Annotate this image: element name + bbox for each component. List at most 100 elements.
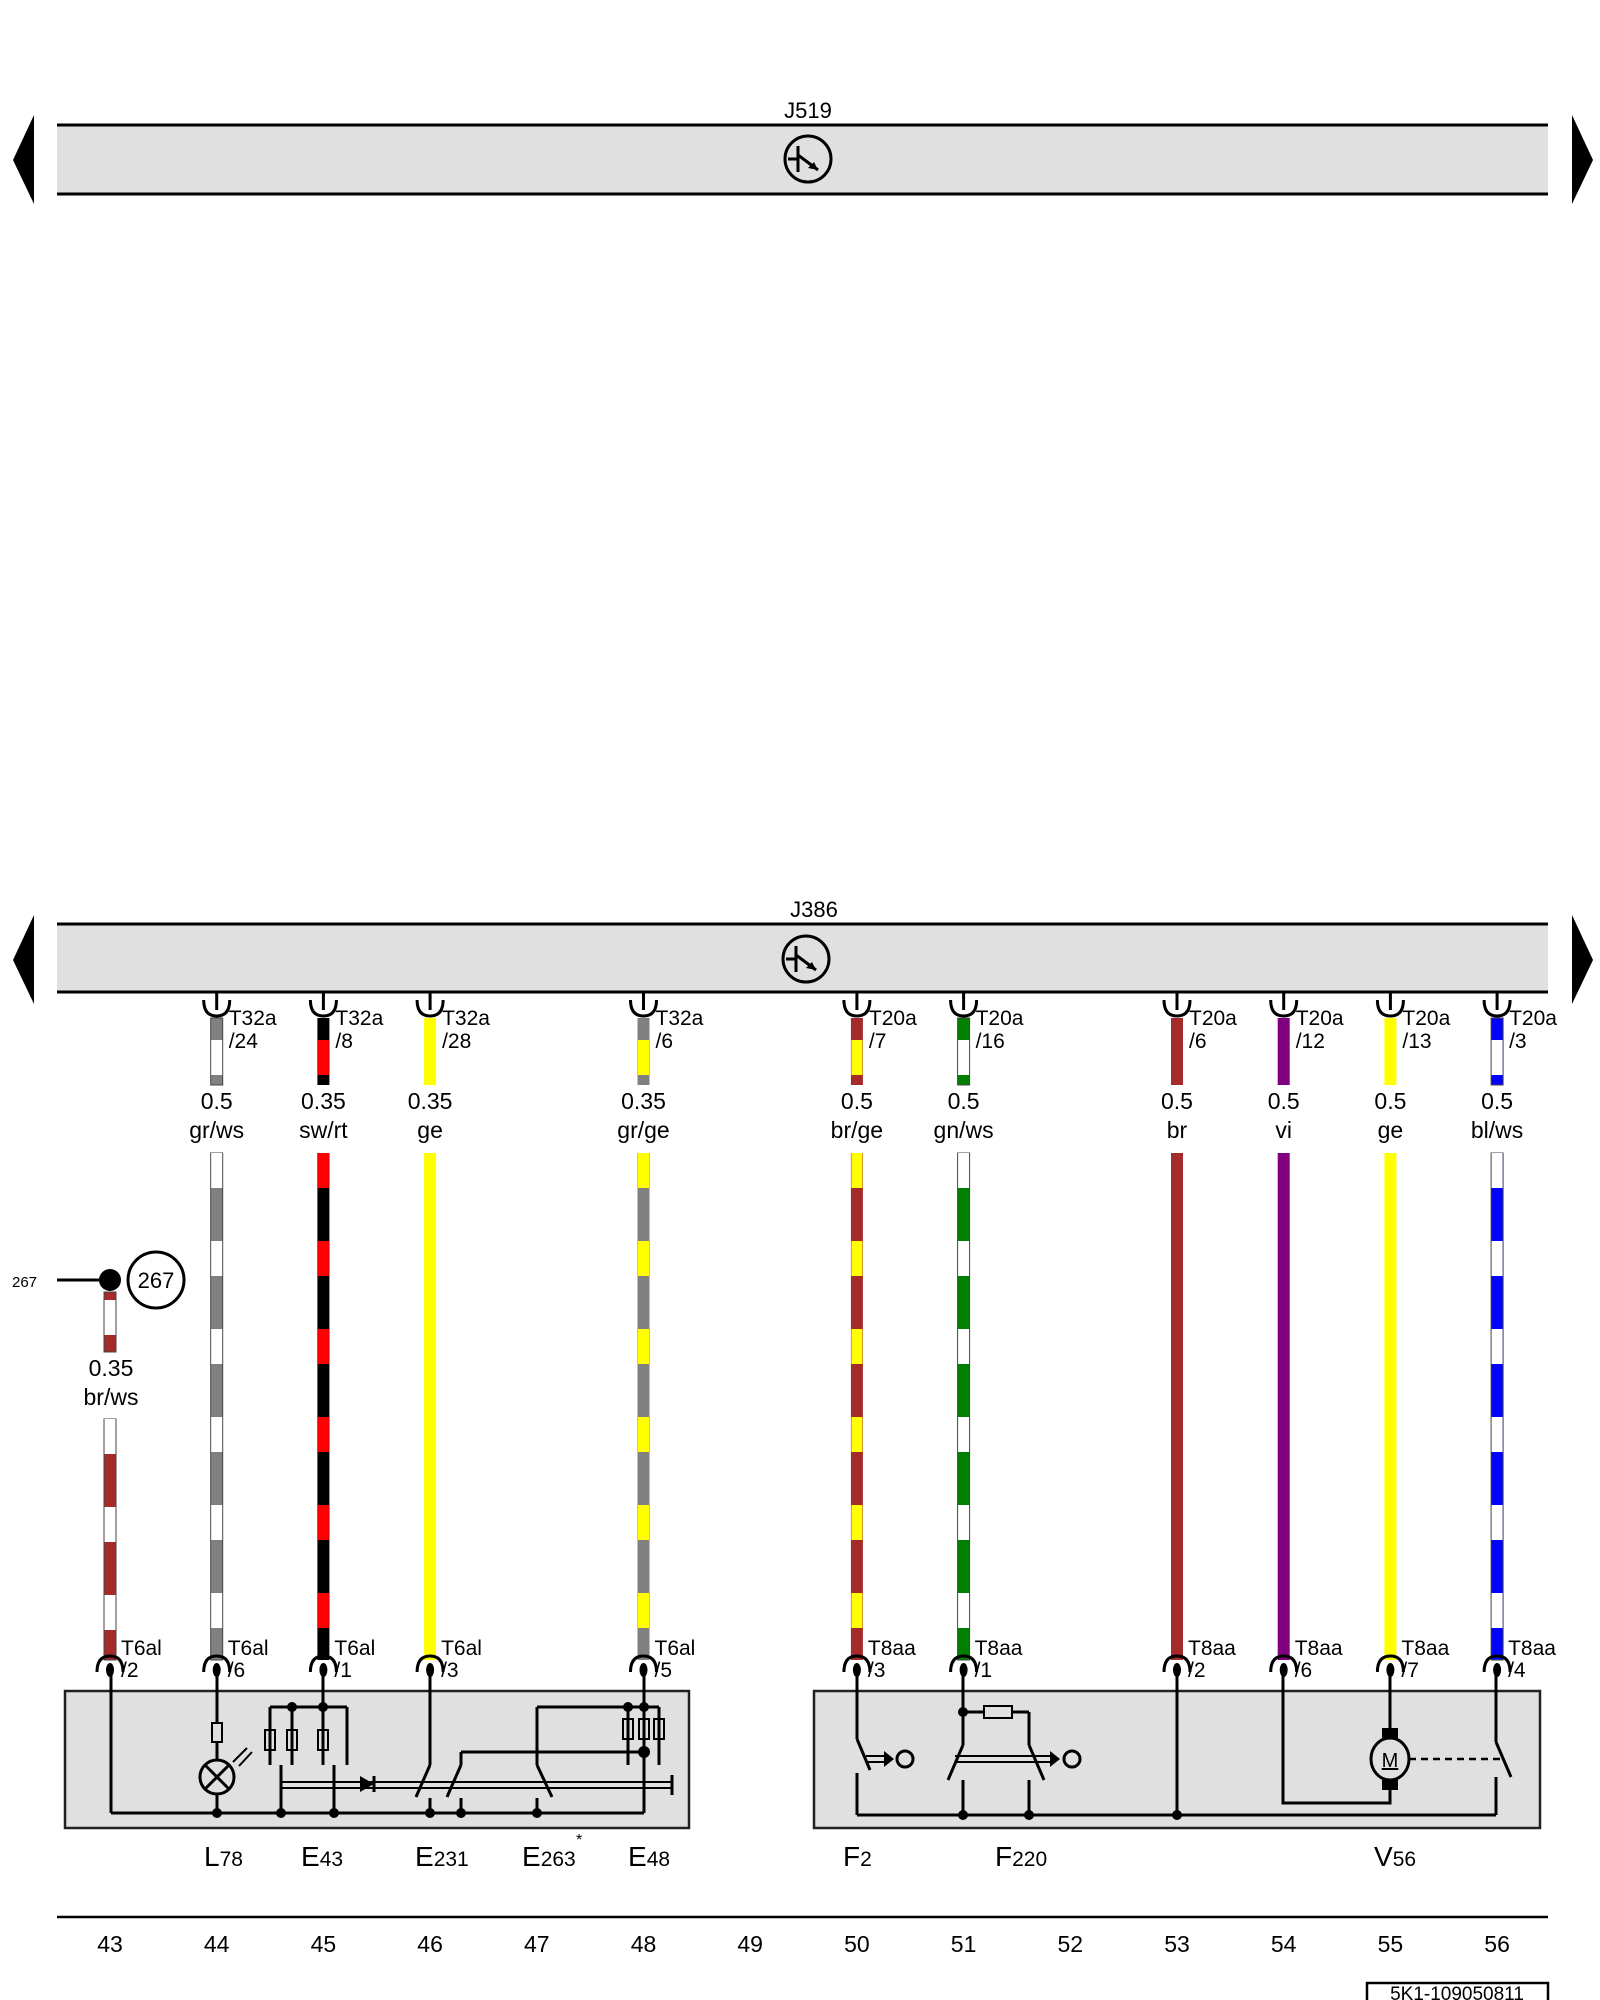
wire-stripe xyxy=(638,1241,649,1276)
switch-e231-symbol xyxy=(414,1675,644,1818)
connector-icon xyxy=(949,999,979,1018)
wire-stripe xyxy=(638,1505,649,1540)
ground-wire: 267 267 0.35 br/ws xyxy=(12,1250,186,1661)
wire-stripe xyxy=(958,1417,970,1452)
connector-pin xyxy=(1493,1663,1502,1677)
wire-stripe xyxy=(317,1329,329,1364)
connector-label: T6al xyxy=(121,1637,162,1660)
switch-v56-limit-symbol xyxy=(1494,1675,1513,1815)
connector-pin xyxy=(426,1663,435,1677)
wire-gauge: 0.35 xyxy=(89,1355,134,1381)
connector-pin-label: /6 xyxy=(1295,1659,1313,1682)
wire-45[interactable]: T32a/8 0.35 sw/rt xyxy=(299,992,384,1660)
continue-left-arrow-icon[interactable] xyxy=(13,915,34,1004)
wire-stripe xyxy=(958,1241,970,1276)
wire-56[interactable]: T20a/30.5bl/ws xyxy=(1471,992,1557,1661)
wire-stripe xyxy=(638,1329,649,1364)
component-label-e231[interactable]: E231 xyxy=(415,1841,469,1872)
switch-e263-symbol xyxy=(532,1705,630,1818)
wire-color-code: gn/ws xyxy=(934,1117,994,1143)
connector-pin-label: /5 xyxy=(655,1659,673,1682)
connector-icon xyxy=(202,999,232,1018)
wire-color-code: vi xyxy=(1275,1117,1292,1143)
connector-label: T6al xyxy=(228,1637,269,1660)
wire-color-code: gr/ge xyxy=(617,1117,669,1143)
connector-icon xyxy=(1375,999,1405,1018)
top-connector-pin: /28 xyxy=(442,1030,471,1053)
wire-44[interactable]: T32a/240.5gr/ws xyxy=(189,992,277,1661)
continue-right-arrow-icon[interactable] xyxy=(1572,115,1593,204)
wire-color-code: gr/ws xyxy=(189,1117,244,1143)
component-label-f220[interactable]: F220 xyxy=(995,1841,1047,1872)
switch-e43-symbol xyxy=(264,1675,376,1818)
column-number: 44 xyxy=(204,1931,230,1957)
wire-segment xyxy=(424,1153,437,1660)
wires: T32a/240.5gr/wsT32a/80.35sw/rtT32a/280.3… xyxy=(189,992,1557,1661)
component-label-l78[interactable]: L78 xyxy=(204,1841,243,1872)
column-number: 56 xyxy=(1484,1931,1510,1957)
connector-pin xyxy=(639,1663,648,1677)
wire-stripe xyxy=(317,1153,329,1188)
wire-stripe xyxy=(104,1300,116,1335)
wire-50[interactable]: T20a/70.5br/ge xyxy=(831,992,917,1660)
connector-pin xyxy=(852,1663,861,1677)
wire-stripe xyxy=(1491,1505,1503,1540)
wire-color-code: bl/ws xyxy=(1471,1117,1523,1143)
connector-pin xyxy=(959,1663,968,1677)
wire-stripe xyxy=(211,1153,223,1188)
footer-code: 5K1-109050811 xyxy=(1390,1984,1524,2000)
component-label-v56[interactable]: V56 xyxy=(1374,1841,1416,1872)
wire-55[interactable]: T20a/130.5ge xyxy=(1374,992,1451,1660)
motor-symbol-label: M xyxy=(1382,1750,1399,1772)
wire-stripe xyxy=(851,1505,863,1540)
wire-stripe xyxy=(958,1593,970,1628)
connector-label: T8aa xyxy=(975,1637,1023,1660)
continue-right-arrow-icon[interactable] xyxy=(1572,915,1593,1004)
connector-icon xyxy=(842,999,872,1018)
top-connector-label: T32a xyxy=(335,1007,383,1030)
ref-circle-label: 267 xyxy=(138,1268,175,1293)
connector-pin-label: /6 xyxy=(228,1659,246,1682)
column-number: 53 xyxy=(1164,1931,1190,1957)
wire-color-code: sw/rt xyxy=(299,1117,348,1143)
wire-53[interactable]: T20a/60.5br xyxy=(1161,992,1237,1660)
wire-gauge: 0.35 xyxy=(621,1088,666,1114)
continue-left-arrow-icon[interactable] xyxy=(13,115,34,204)
module-j386: J386 xyxy=(13,897,1593,1004)
wire-stripe xyxy=(211,1417,223,1452)
wire-stripe xyxy=(958,1329,970,1364)
component-label-e263[interactable]: E263 xyxy=(522,1841,576,1872)
wire-stripe xyxy=(1491,1593,1503,1628)
wire-stripe xyxy=(1491,1417,1503,1452)
wire-stripe xyxy=(958,1505,970,1540)
component-label-e43[interactable]: E43 xyxy=(301,1841,343,1872)
component-label-e48[interactable]: E48 xyxy=(628,1841,670,1872)
connector-label: T6al xyxy=(441,1637,482,1660)
wire-stripe xyxy=(317,1040,329,1075)
wire-segment xyxy=(317,1153,330,1660)
connector-icon xyxy=(202,1654,232,1673)
component-box-right: M xyxy=(812,1675,1542,1830)
top-connector-label: T20a xyxy=(1509,1007,1557,1030)
wire-gauge: 0.5 xyxy=(1374,1088,1406,1114)
connector-icon xyxy=(1375,1654,1405,1673)
connector-icon xyxy=(1482,999,1512,1018)
connector-label: T6al xyxy=(655,1637,696,1660)
connector-icon xyxy=(415,999,445,1018)
connector-icon xyxy=(415,1654,445,1673)
top-connector-pin: /8 xyxy=(335,1030,353,1053)
control-unit-icon xyxy=(781,934,831,984)
wire-51[interactable]: T20a/160.5gn/ws xyxy=(934,992,1024,1661)
wire-color-code: br xyxy=(1167,1117,1188,1143)
wire-stripe xyxy=(851,1153,863,1188)
top-connector-label: T32a xyxy=(656,1007,704,1030)
wire-stripe xyxy=(104,1419,116,1454)
wire-gauge: 0.35 xyxy=(301,1088,346,1114)
component-label-f2[interactable]: F2 xyxy=(843,1841,872,1872)
connector-pin xyxy=(1386,1663,1395,1677)
top-connector-label: T20a xyxy=(1296,1007,1344,1030)
ref-circle[interactable] xyxy=(126,1250,186,1310)
wire-54[interactable]: T20a/120.5vi xyxy=(1268,992,1344,1660)
